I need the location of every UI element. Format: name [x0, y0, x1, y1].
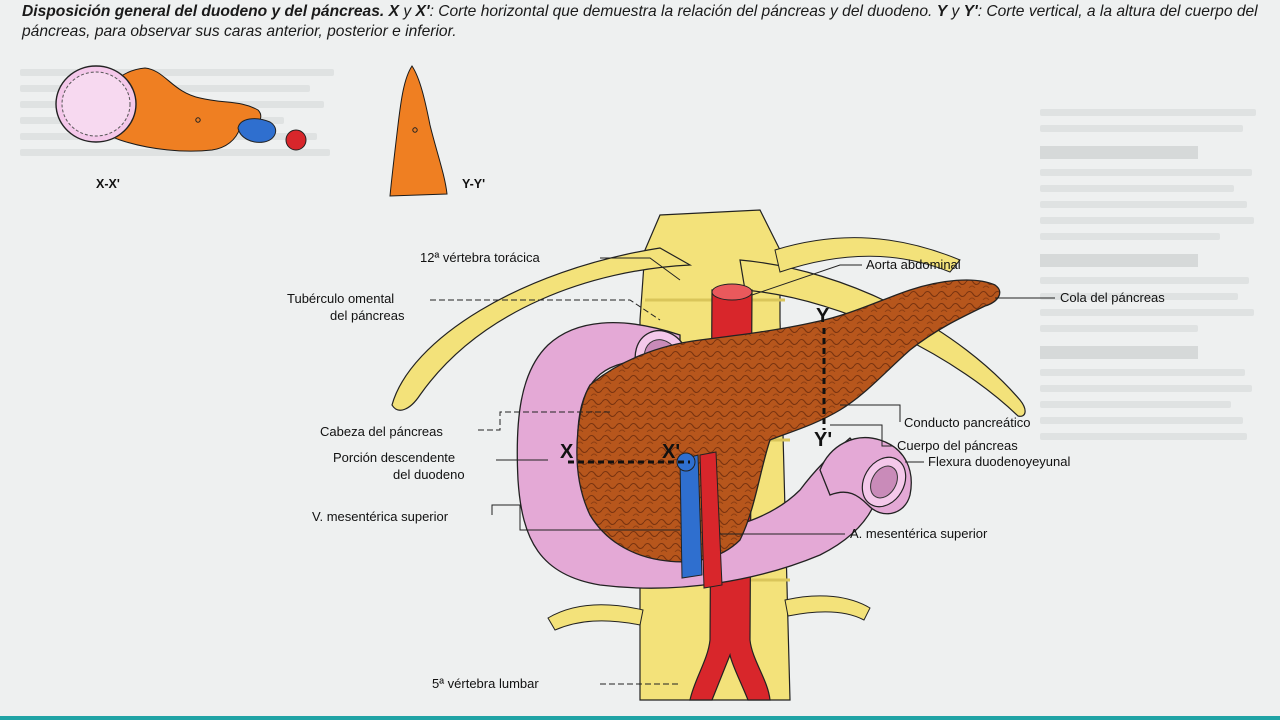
label-porcion-descendente-2: del duodeno	[393, 467, 465, 482]
main-anatomy: X X' Y Y'	[391, 209, 1026, 701]
label-aorta-abdominal: Aorta abdominal	[866, 257, 961, 272]
marker-x: X	[560, 441, 574, 463]
label-porcion-descendente-1: Porción descendente	[333, 450, 455, 465]
flexure-lumen	[870, 465, 898, 499]
rib-left	[391, 247, 693, 411]
caption-y: Y	[936, 3, 948, 20]
transverse-lower-right	[784, 595, 871, 621]
caption-tail: : Corte vertical, a la altura del cuerpo…	[22, 3, 1258, 40]
caption-y-prime: Y'	[963, 3, 978, 20]
leader-lines	[430, 257, 1055, 685]
section-yy-label: Y-Y'	[462, 177, 485, 191]
superior-mesenteric-artery	[699, 451, 723, 589]
caption-x: X	[388, 3, 399, 20]
section-xx: X-X'	[55, 65, 307, 191]
aorta-top	[711, 283, 753, 301]
label-cuerpo-pancreas: Cuerpo del páncreas	[897, 438, 1018, 453]
section-yy: Y-Y'	[389, 65, 485, 197]
label-tuberculo-omental-2: del páncreas	[330, 308, 405, 323]
section-xx-artery	[285, 129, 307, 151]
label-cola-pancreas: Cola del páncreas	[1060, 290, 1165, 305]
section-yy-duct	[412, 127, 418, 133]
smv-section	[676, 452, 696, 472]
caption-lead: Disposición general del duodeno y del pá…	[22, 3, 385, 20]
section-xx-vein	[237, 118, 277, 143]
section-xx-duct	[195, 117, 201, 123]
caption-x-prime: X'	[415, 3, 430, 20]
label-a-mesenterica-superior: A. mesentérica superior	[850, 526, 988, 541]
rib-right-2	[774, 237, 961, 273]
caption-and-2: y	[951, 3, 960, 20]
marker-x-prime: X'	[662, 441, 680, 463]
section-xx-duodenum-lumen	[61, 71, 131, 137]
label-v-mesenterica-superior: V. mesentérica superior	[312, 509, 449, 524]
bottom-accent-bar	[0, 716, 1280, 720]
label-conducto-pancreatico: Conducto pancreático	[904, 415, 1030, 430]
transverse-lower-left	[547, 604, 644, 631]
section-xx-label: X-X'	[96, 177, 120, 191]
label-tuberculo-omental-1: Tubérculo omental	[287, 291, 394, 306]
caption-mid: : Corte horizontal que demuestra la rela…	[429, 3, 933, 20]
label-12-vertebra-toracica: 12ª vértebra torácica	[420, 250, 540, 265]
figure-caption: Disposición general del duodeno y del pá…	[22, 2, 1262, 42]
labels: 12ª vértebra torácica Tubérculo omental …	[287, 250, 1165, 691]
marker-y: Y	[816, 305, 830, 327]
label-5-vertebra-lumbar: 5ª vértebra lumbar	[432, 676, 539, 691]
caption-and-1: y	[403, 3, 412, 20]
label-flexura-duodenoyeyunal: Flexura duodenoyeyunal	[928, 454, 1070, 469]
label-cabeza-pancreas: Cabeza del páncreas	[320, 424, 443, 439]
marker-y-prime: Y'	[814, 429, 832, 451]
background-text-right	[1040, 100, 1265, 720]
section-yy-pancreas	[389, 65, 448, 197]
superior-mesenteric-vein	[679, 454, 703, 579]
